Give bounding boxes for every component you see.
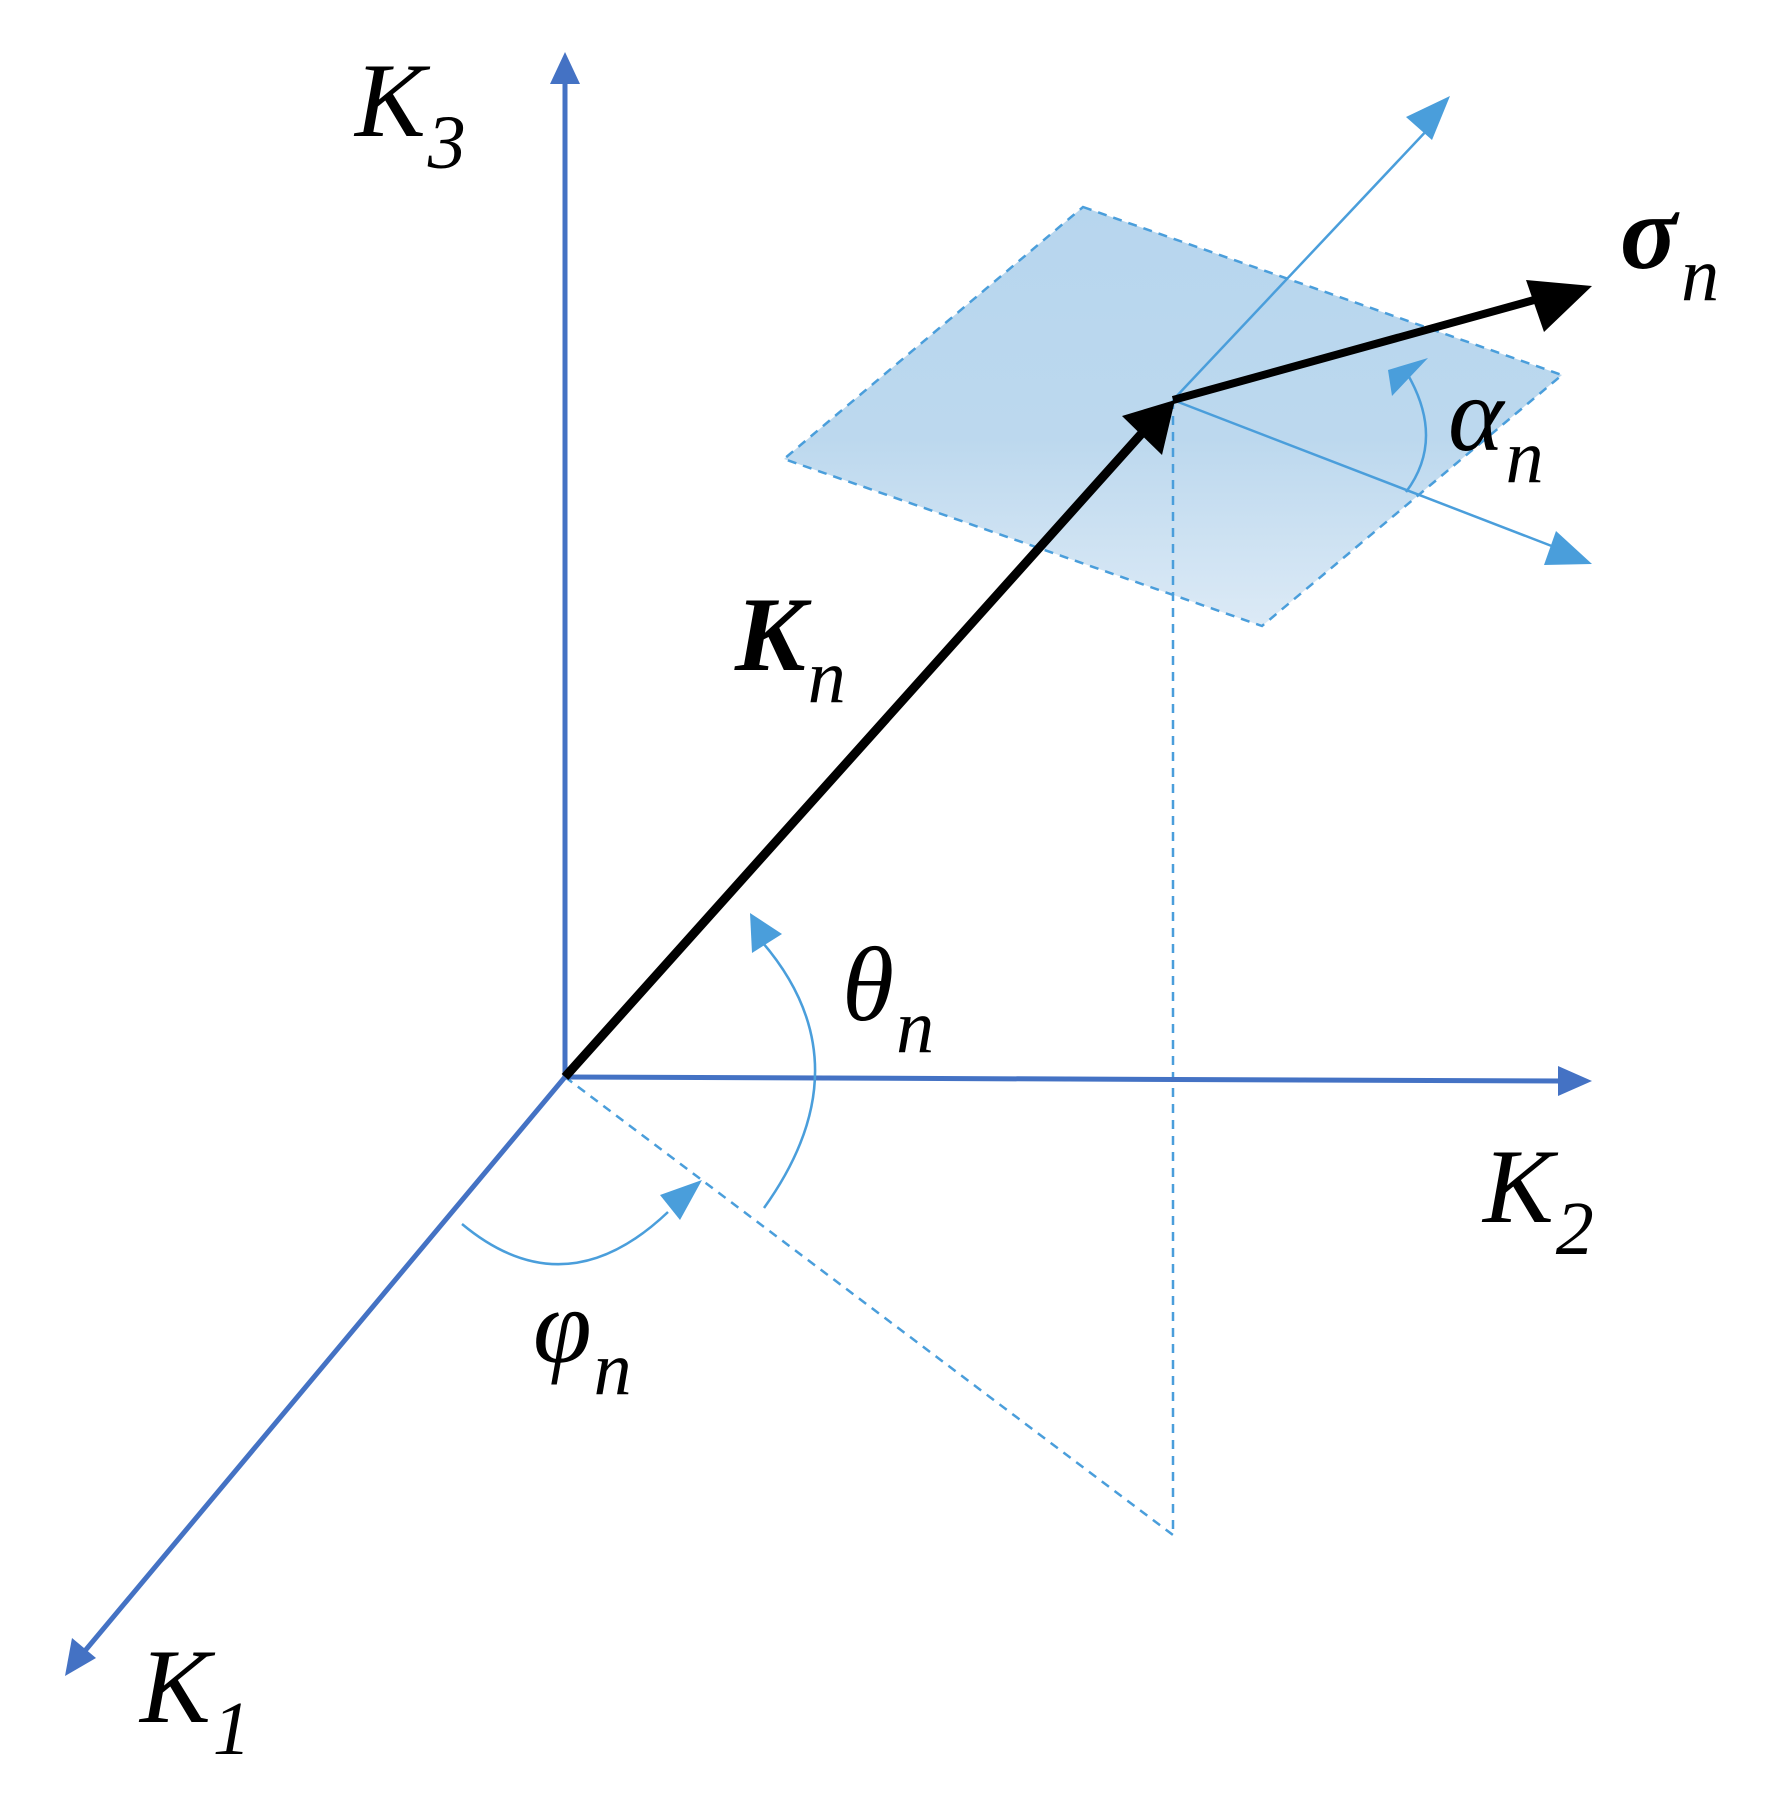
label-k1: K1	[138, 1628, 251, 1771]
local-axis-right	[1172, 398, 1563, 552]
k3-axis-arrowhead	[550, 52, 580, 84]
phi-arc	[461, 1211, 669, 1266]
local-axis-up	[1172, 126, 1431, 401]
projection-line-ground	[564, 1076, 1174, 1536]
label-k3: K3	[353, 42, 466, 185]
kn-vector-arrowhead	[1122, 400, 1175, 455]
alpha-arc	[1404, 374, 1428, 493]
k2-axis-arrowhead	[1558, 1066, 1592, 1096]
k2-axis	[564, 1074, 1563, 1084]
alpha-arc-arrowhead	[1388, 358, 1428, 396]
label-sigma: σn	[1620, 174, 1719, 317]
theta-arc-arrowhead	[750, 913, 782, 953]
phi-arc-arrowhead	[660, 1180, 702, 1220]
theta-arc	[755, 934, 817, 1209]
sigma-vector	[1171, 293, 1547, 404]
kn-vector	[561, 428, 1147, 1081]
label-theta: θn	[842, 926, 934, 1069]
sigma-vector-arrowhead	[1526, 280, 1592, 332]
k1-axis-arrowhead	[65, 1638, 96, 1676]
local-axis-up-arrowhead	[1406, 96, 1450, 140]
local-axis-right-arrowhead	[1544, 531, 1592, 565]
k1-axis	[82, 1075, 567, 1654]
label-k2: K2	[1481, 1128, 1594, 1271]
label-phi: φn	[533, 1268, 632, 1411]
label-alpha: αn	[1448, 356, 1544, 499]
label-kn: Kn	[734, 576, 846, 719]
